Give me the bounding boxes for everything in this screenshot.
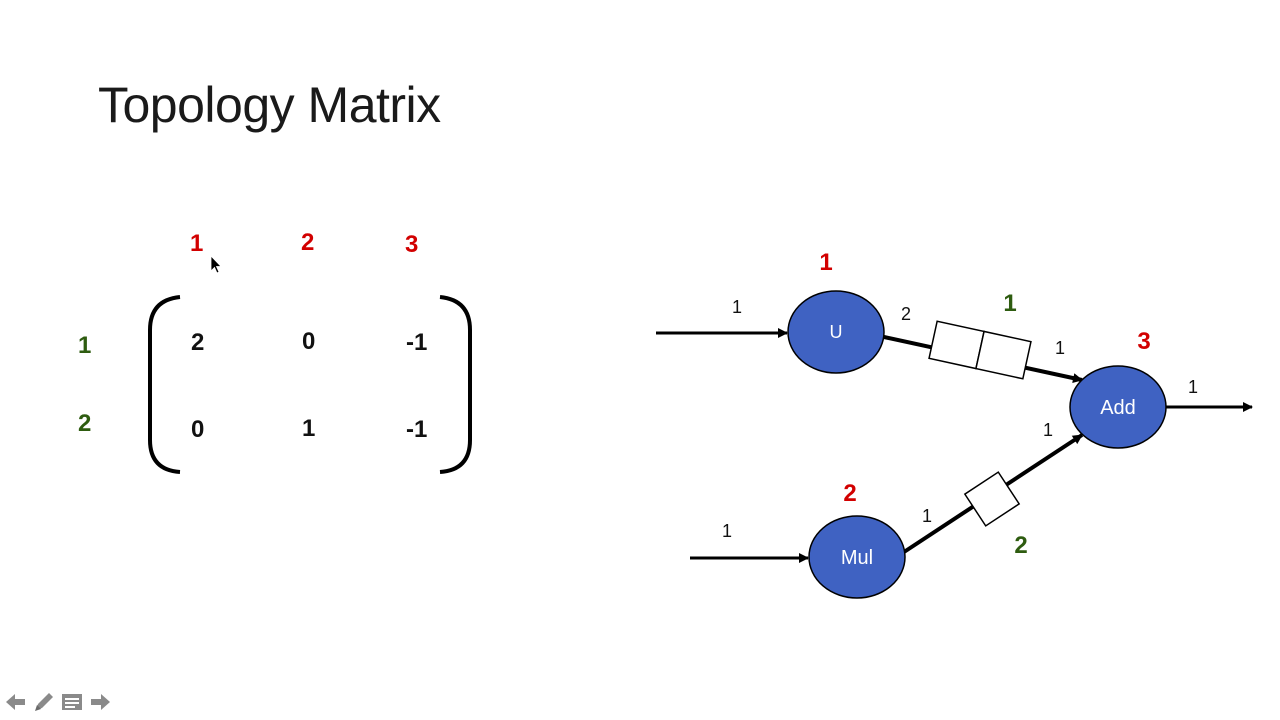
edge1-index: 1: [1003, 290, 1016, 317]
matrix-cell: 1: [302, 415, 316, 442]
matrix-col-label: 2: [301, 229, 315, 256]
matrix-row-label: 1: [78, 332, 92, 359]
next-slide-icon[interactable]: [88, 690, 112, 714]
edge2-index: 2: [1014, 532, 1027, 559]
matrix-left-bracket: [148, 295, 181, 474]
node-mul-label: Mul: [841, 547, 873, 569]
node-add: [1069, 365, 1167, 449]
page-title: Topology Matrix: [98, 77, 441, 133]
edge2-tokens: [963, 471, 1021, 527]
edge1-prod-rate: 2: [901, 304, 911, 324]
node-u-label: U: [830, 322, 843, 342]
edge2-prod-rate: 1: [922, 506, 932, 526]
matrix-cell: 0: [191, 416, 205, 443]
node-add-label: Add: [1100, 397, 1136, 419]
input-mul-rate: 1: [722, 521, 732, 541]
edge2-cons-rate: 1: [1043, 420, 1053, 440]
matrix-cell: -1: [406, 416, 428, 443]
node-u: [787, 290, 885, 374]
edge1-cons-rate: 1: [1055, 338, 1065, 358]
node-u-index: 1: [819, 249, 832, 276]
matrix-col-label: 1: [190, 230, 204, 257]
token-box: [975, 330, 1032, 380]
presentation-toolbar: [4, 690, 112, 714]
previous-slide-icon[interactable]: [4, 690, 28, 714]
matrix-col-label: 3: [405, 231, 419, 258]
input-u-rate: 1: [732, 297, 742, 317]
output-add-rate: 1: [1188, 377, 1198, 397]
node-mul-index: 2: [843, 480, 856, 507]
slide-menu-icon[interactable]: [60, 690, 84, 714]
matrix-right-bracket: [439, 295, 472, 474]
matrix-cell: 2: [191, 329, 205, 356]
node-mul: [808, 515, 906, 599]
matrix-cell: -1: [406, 329, 428, 356]
matrix-row-label: 2: [78, 410, 92, 437]
matrix-cell: 0: [302, 328, 316, 355]
pen-icon[interactable]: [32, 690, 56, 714]
edge1-tokens: [928, 320, 1032, 380]
node-add-index: 3: [1137, 328, 1150, 355]
token-box: [963, 471, 1021, 527]
token-box: [928, 320, 985, 370]
mouse-cursor-icon: [210, 255, 222, 274]
